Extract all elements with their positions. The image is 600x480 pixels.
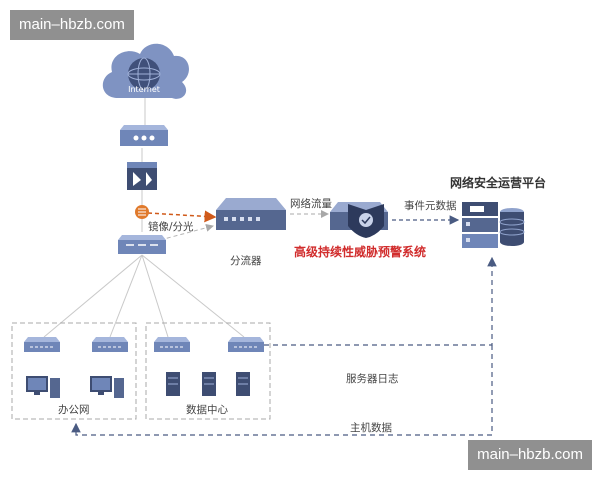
switch-to-shunt-line	[159, 223, 214, 241]
office-switch-right	[92, 337, 128, 352]
shunt-label: 分流器	[230, 255, 262, 267]
tower-server-icon	[236, 372, 250, 396]
security-operations-server-icon	[462, 202, 525, 248]
tower-server-icon	[202, 372, 216, 396]
mirror-label: 镜像/分光	[148, 221, 194, 233]
office-network-group	[11, 322, 137, 420]
server-log-line	[264, 256, 497, 346]
datacenter-switch-left	[154, 337, 190, 352]
host-data-label: 主机数据	[350, 422, 392, 434]
desktop-computer-icon	[26, 376, 60, 398]
host-data-line	[71, 345, 493, 436]
firewall-icon	[127, 162, 157, 190]
network-switch-icon	[118, 235, 166, 254]
office-label: 办公网	[58, 404, 90, 416]
tower-server-icon	[166, 372, 180, 396]
traffic-label: 网络流量	[290, 198, 332, 210]
router-icon	[120, 125, 168, 146]
watermark-top: main–hbzb.com	[10, 10, 134, 40]
datacenter-group	[145, 322, 271, 420]
internet-cloud-icon: Internet	[102, 43, 189, 99]
platform-label: 网络安全运营平台	[450, 176, 547, 190]
mirror-flow-line	[147, 210, 217, 223]
apt-appliance-icon	[330, 202, 388, 238]
desktop-computer-icon	[90, 376, 124, 398]
traffic-shunt-device-icon	[216, 198, 286, 230]
cloud-label: Internet	[128, 85, 160, 94]
apt-system-label: 高级持续性威胁预警系统	[294, 245, 427, 259]
server-log-label: 服务器日志	[346, 373, 399, 385]
datacenter-switch-right	[228, 337, 264, 352]
optical-splitter-icon	[135, 205, 149, 219]
watermark-bottom: main–hbzb.com	[468, 440, 592, 470]
datacenter-label: 数据中心	[186, 404, 228, 416]
office-switch-left	[24, 337, 60, 352]
event-data-label: 事件元数据	[404, 200, 457, 212]
